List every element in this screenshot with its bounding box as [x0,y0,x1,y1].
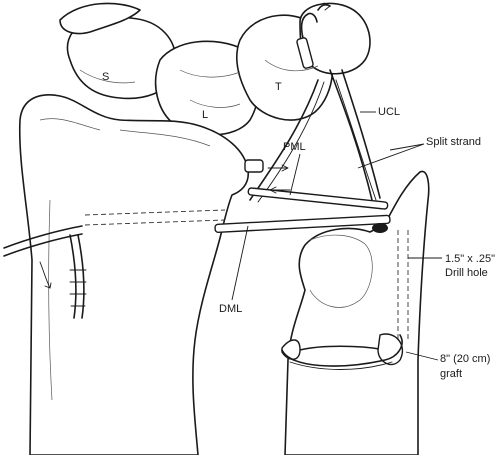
label-drill-hole: Drill hole [445,267,488,279]
carpal-bones [59,2,371,136]
label-triquetrum: T [275,81,282,93]
ulna-wrap-graft [281,334,403,370]
label-graft: graft [440,368,462,380]
capitate-bone [59,2,141,35]
transfixing-pins [214,159,391,233]
label-dml: DML [219,303,242,315]
label-drill-hole-size: 1.5" x .25" [445,253,495,265]
label-ucl: UCL [378,106,400,118]
label-lunate: L [202,109,208,121]
label-pml: PML [283,141,306,153]
radius-graft [3,225,87,319]
pisiform-graft-loop [296,2,331,69]
label-scaphoid: S [102,71,109,83]
label-graft-length: 8" (20 cm) [440,353,490,365]
ulna-bone [284,170,430,455]
label-split-strand: Split strand [426,136,481,148]
lunate-bone [154,40,261,136]
radius-bone [18,94,250,455]
